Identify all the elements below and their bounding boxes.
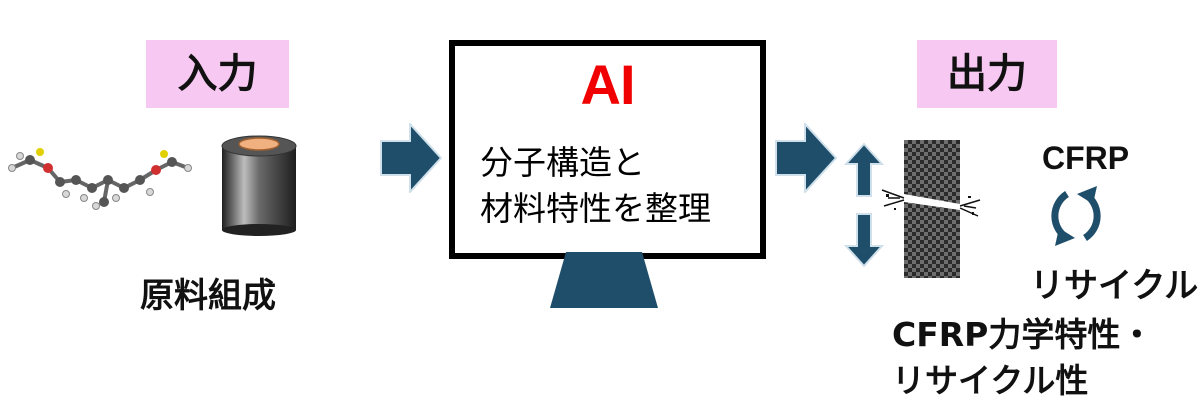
output-description-line-1: CFRP力学特性・ [892,315,1154,354]
ai-monitor [449,40,766,259]
material-label: 原料組成 [140,276,276,316]
tension-arrows-icon [843,142,885,268]
arrow-right-icon [775,123,837,193]
input-label: 入力 [146,40,289,108]
cfrp-label: CFRP [1042,140,1130,176]
output-description: CFRP力学特性・ リサイクル性 [892,312,1192,404]
recycle-label: リサイクル [1030,266,1199,306]
cfrp-specimen-icon [881,140,981,278]
output-label: 出力 [917,40,1057,108]
ai-title: AI [580,53,636,116]
resin-can-icon [221,135,297,236]
output-description-line-2: リサイクル性 [892,361,1089,400]
ai-description-line-1: 分子構造と [480,143,645,182]
ai-description: 分子構造と 材料特性を整理 [480,140,760,232]
ai-description-line-2: 材料特性を整理 [480,189,711,228]
monitor-stand [550,252,658,308]
molecule-illustration [8,148,192,210]
recycle-icon [1051,186,1101,246]
arrow-right-icon [380,123,442,193]
